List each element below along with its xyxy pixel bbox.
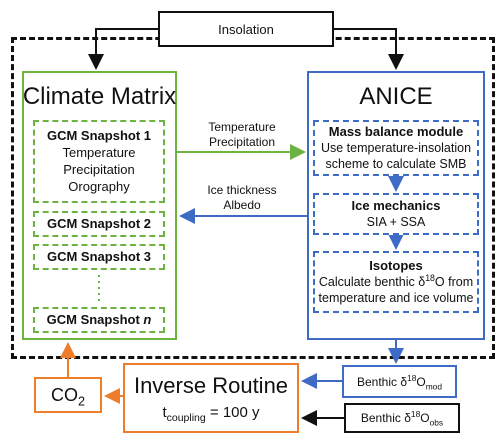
gcm-snapshot-2-title: GCM Snapshot 2 xyxy=(46,216,151,231)
coupling-t: t xyxy=(162,404,167,421)
benthic-obs-label: Benthic δ18Oobs xyxy=(360,409,444,428)
to-anice-label: Temperature Precipitation xyxy=(184,120,300,150)
gcm-snapshot-1-box: GCM Snapshot 1 Temperature Precipitation… xyxy=(33,120,165,203)
isotopes-line-2: temperature and ice volume xyxy=(318,291,474,305)
insolation-label: Insolation xyxy=(218,21,274,37)
gcm-snapshot-1-title: GCM Snapshot 1 xyxy=(46,128,151,143)
inverse-routine-title: Inverse Routine xyxy=(133,373,289,398)
climate-matrix-title: Climate Matrix xyxy=(22,83,177,110)
gcm-snapshot-1-line: Precipitation xyxy=(63,162,135,177)
benthic-mod-box: Benthic δ18Omod xyxy=(342,365,457,398)
to-anice-label-line: Temperature xyxy=(208,120,276,134)
gcm-snapshot-1-line: Orography xyxy=(68,179,130,194)
ice-mechanics-box: Ice mechanics SIA + SSA xyxy=(313,193,479,235)
coupling-subscript: coupling xyxy=(166,412,206,424)
benthic-obs-pre: Benthic δ xyxy=(360,411,411,425)
to-climate-label: Ice thickness Albedo xyxy=(184,183,300,213)
co2-pre: CO xyxy=(50,384,78,405)
isotopes-line-1: Calculate benthic δ18O from xyxy=(318,272,474,290)
inverse-routine-coupling: tcoupling = 100 y xyxy=(162,402,259,424)
benthic-obs-sup: 18 xyxy=(410,409,421,419)
to-climate-label-line: Albedo xyxy=(223,198,261,212)
climate-matrix-box xyxy=(22,71,177,340)
isotopes-line-1-post: O from xyxy=(434,275,474,289)
to-climate-label-line: Ice thickness xyxy=(207,183,277,197)
isotopes-line-1-sup: 18 xyxy=(425,272,435,283)
ice-mechanics-line: SIA + SSA xyxy=(366,215,426,229)
isotopes-box: Isotopes Calculate benthic δ18O from tem… xyxy=(313,251,479,313)
isotopes-line-1-pre: Calculate benthic δ xyxy=(318,275,426,289)
insolation-box: Insolation xyxy=(158,11,334,47)
benthic-obs-box: Benthic δ18Oobs xyxy=(344,403,460,433)
co2-sub: 2 xyxy=(77,394,85,409)
benthic-mod-sub: mod xyxy=(425,380,442,391)
gcm-snapshot-1-line: Temperature xyxy=(62,145,136,160)
to-anice-label-line: Precipitation xyxy=(208,135,276,149)
gcm-snapshot-3-title: GCM Snapshot 3 xyxy=(46,249,151,264)
insolation-to-anice-arrow xyxy=(332,28,404,70)
ice-mechanics-title: Ice mechanics xyxy=(351,198,441,213)
anice-title: ANICE xyxy=(359,83,433,110)
benthic-obs-sub: obs xyxy=(429,417,444,428)
benthic-mod-sup: 18 xyxy=(407,372,417,383)
anice-box xyxy=(307,71,485,340)
isotopes-title: Isotopes xyxy=(369,258,423,273)
benthic-mod-pre: Benthic δ xyxy=(356,374,408,389)
benthic-mod-label: Benthic δ18Omod xyxy=(356,372,442,391)
insolation-to-climate-arrow xyxy=(88,28,160,70)
co2-box: CO2 xyxy=(34,377,102,413)
gcm-snapshot-2-box: GCM Snapshot 2 xyxy=(33,211,165,237)
mass-balance-box: Mass balance module Use temperature-inso… xyxy=(313,120,479,176)
gcm-snapshot-n-title: GCM Snapshot n xyxy=(47,312,152,328)
benthic-obs-mid: O xyxy=(420,411,430,425)
mass-balance-line: scheme to calculate SMB xyxy=(325,157,467,171)
coupling-value: = 100 y xyxy=(205,404,260,421)
gcm-snapshot-3-box: GCM Snapshot 3 xyxy=(33,244,165,270)
gcm-snapshot-n-index: n xyxy=(143,312,152,327)
benthic-mod-mid: O xyxy=(416,374,426,389)
gcm-snapshot-n-prefix: GCM Snapshot xyxy=(46,312,144,327)
gcm-snapshot-n-box: GCM Snapshot n xyxy=(33,307,165,333)
inverse-routine-box: Inverse Routine tcoupling = 100 y xyxy=(123,363,299,433)
co2-label: CO2 xyxy=(50,384,85,409)
mass-balance-line: Use temperature-insolation xyxy=(320,141,472,155)
mass-balance-title: Mass balance module xyxy=(328,124,464,139)
